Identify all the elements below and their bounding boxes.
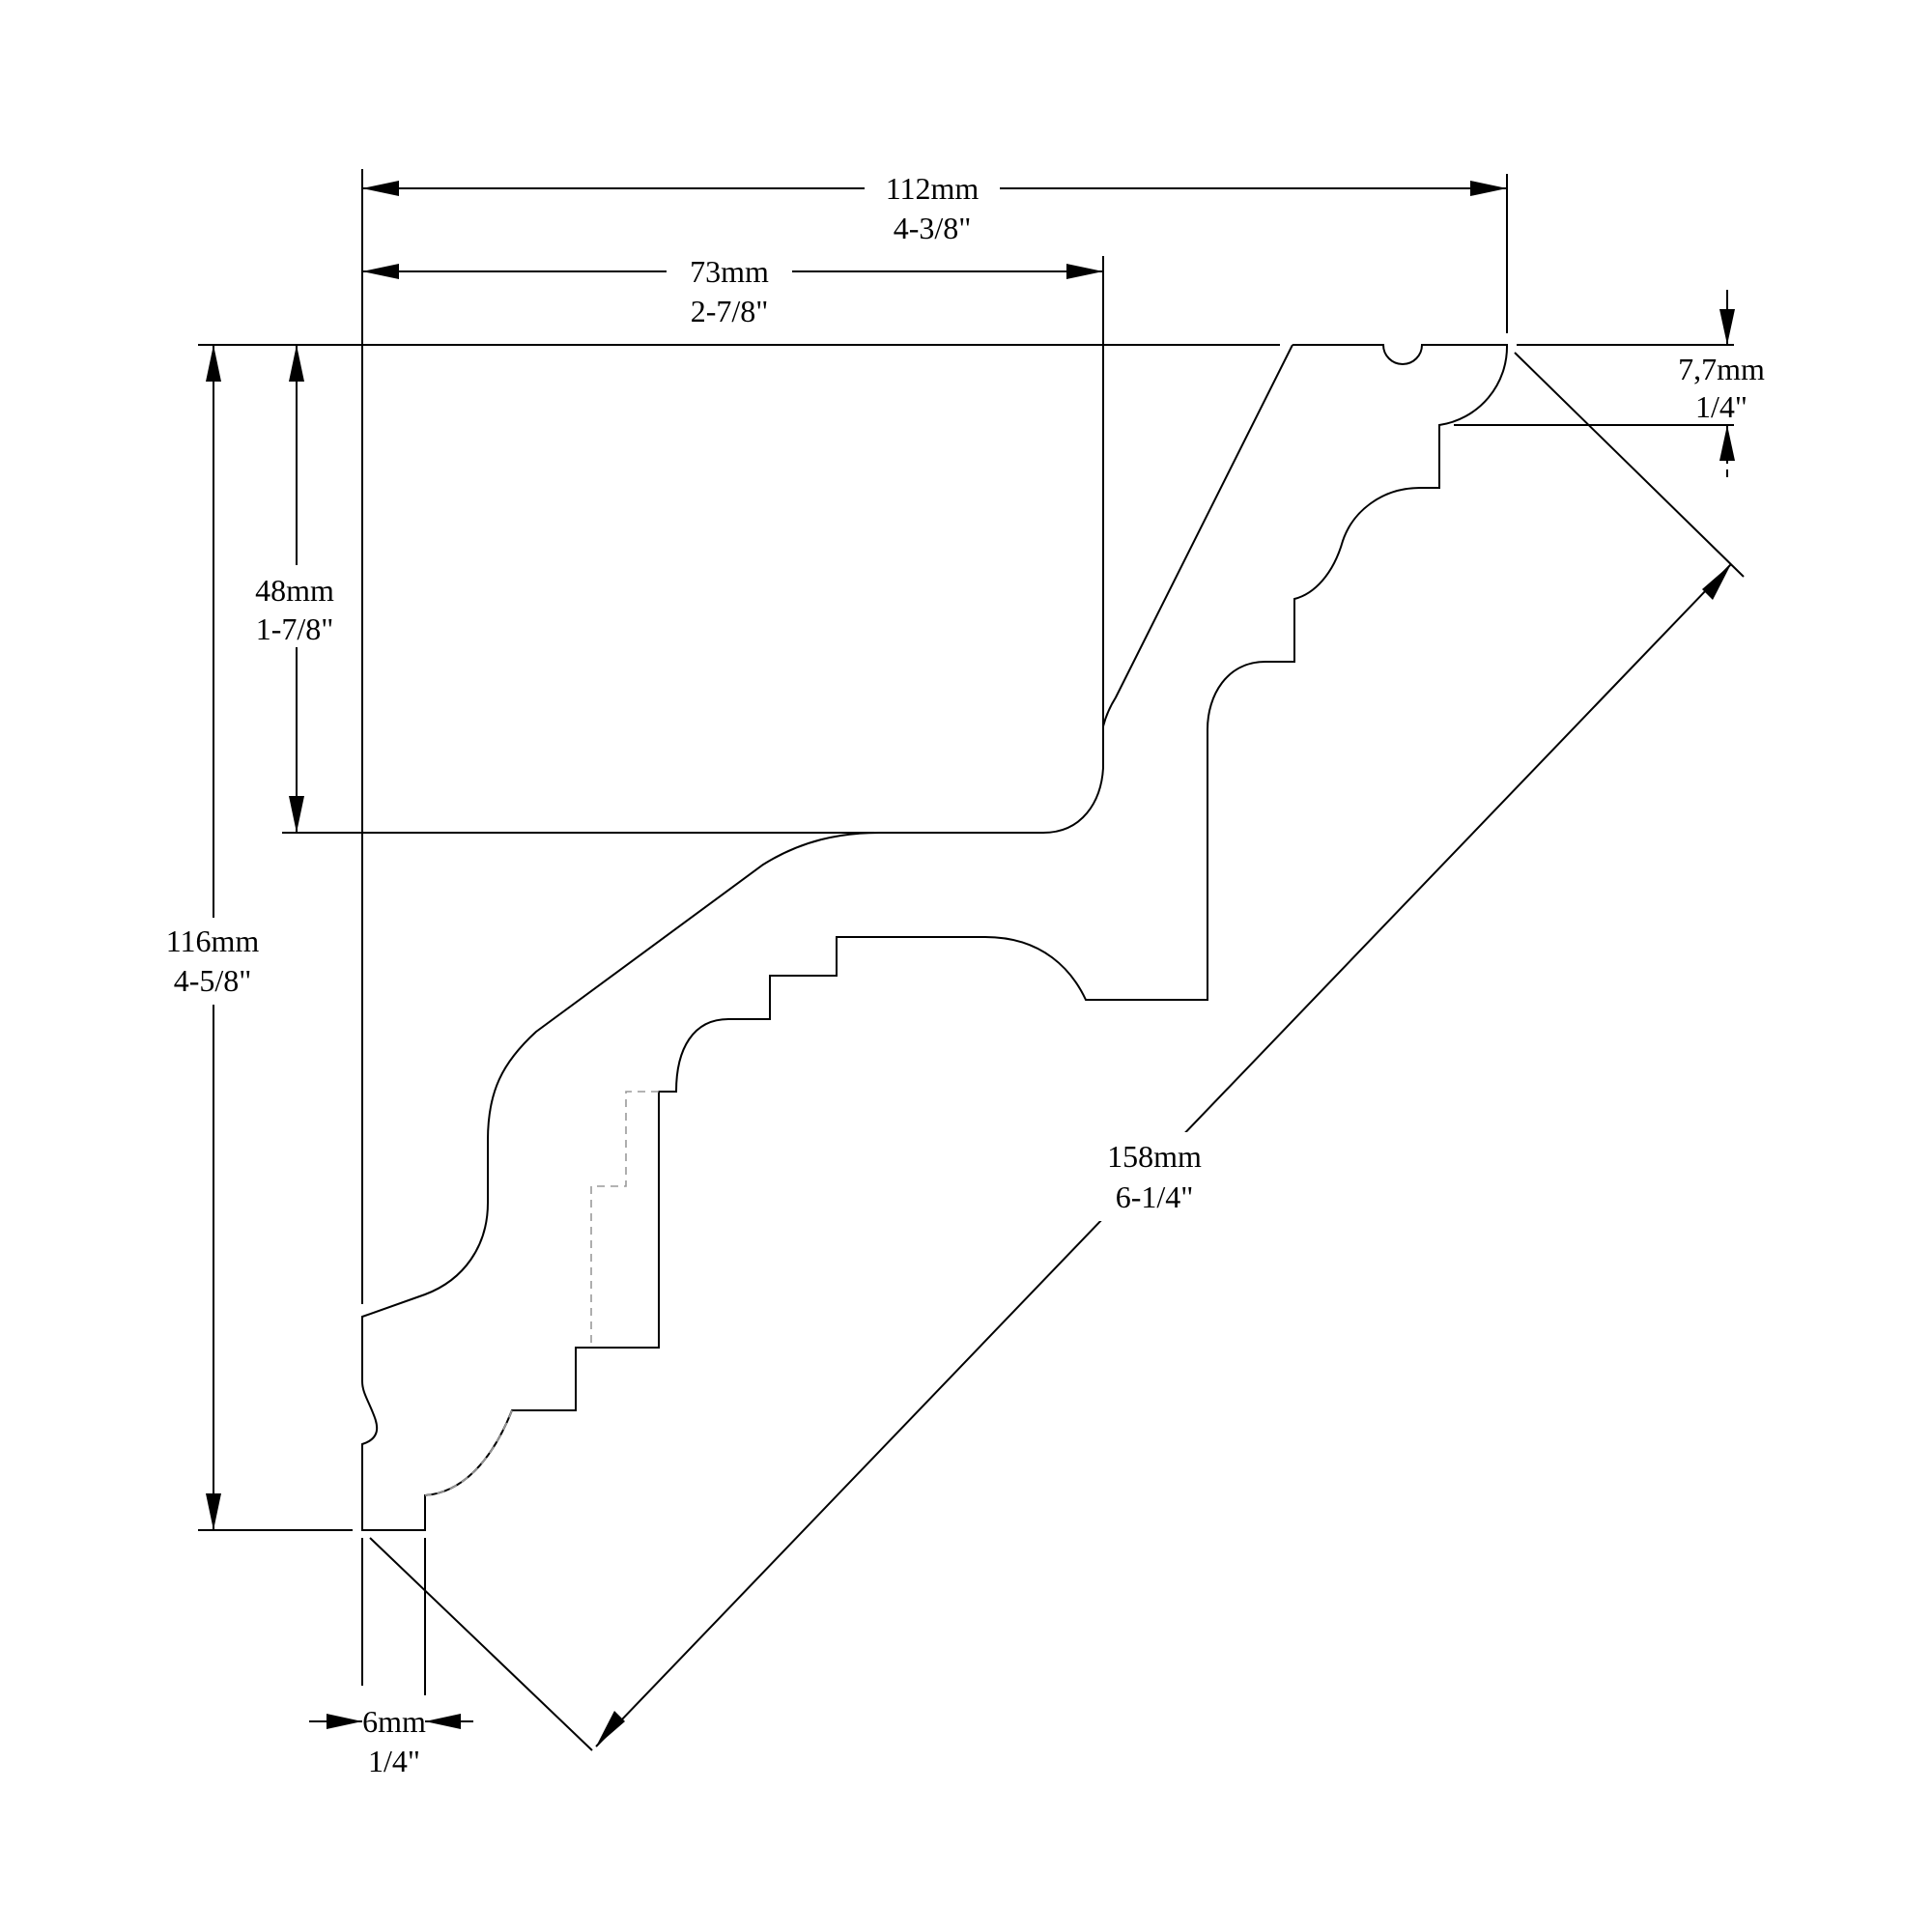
arrowhead [425,1714,461,1729]
arrowhead [362,181,399,196]
arrowhead [289,796,304,833]
arrowhead [1719,309,1735,345]
overall-width-imperial-label: 4-3/8" [894,211,972,245]
arrowhead [1719,425,1735,461]
overall-height-metric-label: 116mm [166,923,260,958]
arrowhead [1470,181,1507,196]
bottom-lip-imperial-label: 1/4" [368,1744,420,1778]
top-lip-imperial-label: 1/4" [1695,389,1747,424]
arrowhead [1066,264,1103,279]
diagonal-metric-label: 158mm [1107,1139,1202,1174]
top-lip-metric-label: 7,7mm [1678,352,1765,386]
overall-height-imperial-label: 4-5/8" [174,963,252,998]
overall-width-metric-label: 112mm [886,171,980,206]
arrowhead [327,1714,362,1729]
diagonal-imperial-label: 6-1/4" [1116,1179,1194,1214]
hidden-line-step [590,1091,659,1348]
top-width-metric-label: 73mm [690,254,769,289]
wall-height-metric-label: 48mm [255,573,334,608]
top-width-imperial-label: 2-7/8" [691,294,769,328]
wall-height-imperial-label: 1-7/8" [256,611,334,646]
molding-profile-outline [361,344,1509,1531]
diagonal-extension-bottom [369,1537,593,1751]
hidden-line-arc [424,1409,513,1496]
arrowhead [596,1711,625,1747]
arrowhead [362,264,399,279]
arrowhead [289,345,304,382]
arrowhead [206,1493,221,1530]
diagonal-extension-top [1514,352,1745,578]
arrowhead [206,345,221,382]
bottom-lip-metric-label: 6mm [362,1704,426,1739]
arrowhead [1702,564,1731,600]
